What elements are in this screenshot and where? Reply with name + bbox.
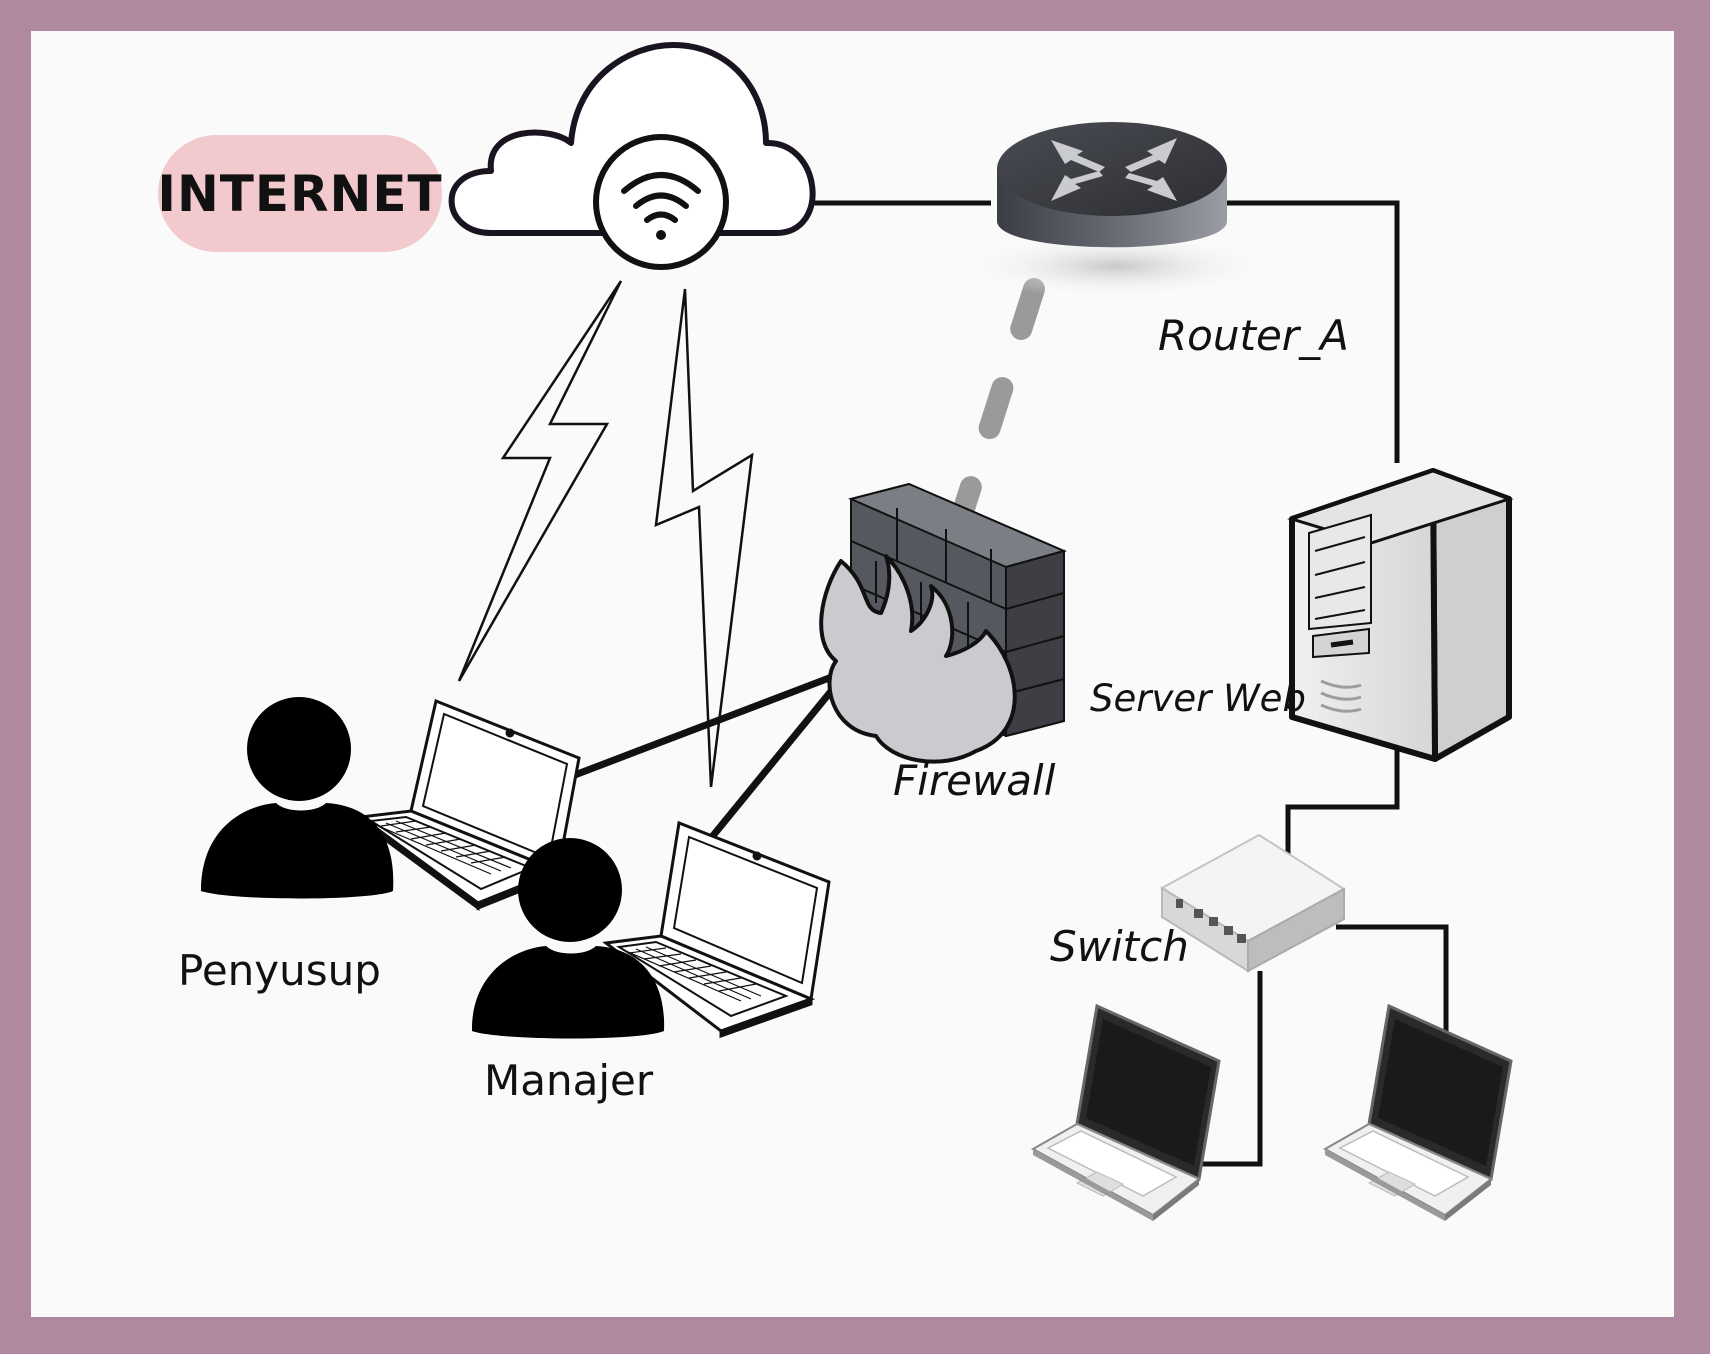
link-router-server	[1227, 200, 1400, 463]
web-server-icon	[1287, 468, 1514, 762]
link-server-switch	[1285, 746, 1400, 875]
manager-laptop-icon	[602, 820, 831, 1039]
router-label: Router_A	[1158, 311, 1349, 360]
firewall-label: Firewall	[893, 756, 1056, 805]
wifi-icon	[621, 172, 701, 223]
intruder-label: Penyusup	[178, 946, 381, 995]
link-manager-firewall	[704, 676, 844, 846]
firewall-icon	[819, 482, 1068, 764]
intruder-person-icon	[201, 697, 394, 899]
wireless-signal-bolt-manager	[654, 288, 754, 788]
manager-label: Manajer	[484, 1056, 654, 1105]
link-switch-laptop-right	[1336, 924, 1449, 1061]
intruder-laptop-icon	[357, 698, 581, 911]
router-arrows-icon	[1051, 138, 1177, 201]
connections	[787, 200, 1449, 1167]
diagram-canvas: INTERNET Router_A Server Web Firewall Sw…	[31, 31, 1674, 1317]
internet-label: INTERNET	[157, 164, 443, 223]
internet-cloud-icon	[448, 42, 816, 270]
switch-label: Switch	[1050, 922, 1189, 971]
router-icon	[961, 122, 1271, 298]
manager-person-icon	[471, 838, 665, 1039]
client-laptop-left-icon	[1030, 1003, 1221, 1221]
wireless-signal-bolt-intruder	[457, 280, 623, 682]
network-switch-icon	[1160, 833, 1346, 973]
server-label: Server Web	[1090, 677, 1306, 720]
link-switch-laptop-left	[1196, 971, 1263, 1167]
client-laptop-right-icon	[1322, 1003, 1513, 1221]
internet-badge: INTERNET	[157, 135, 443, 252]
fire-icon	[819, 554, 1017, 764]
router-firewall-link	[949, 278, 1045, 532]
